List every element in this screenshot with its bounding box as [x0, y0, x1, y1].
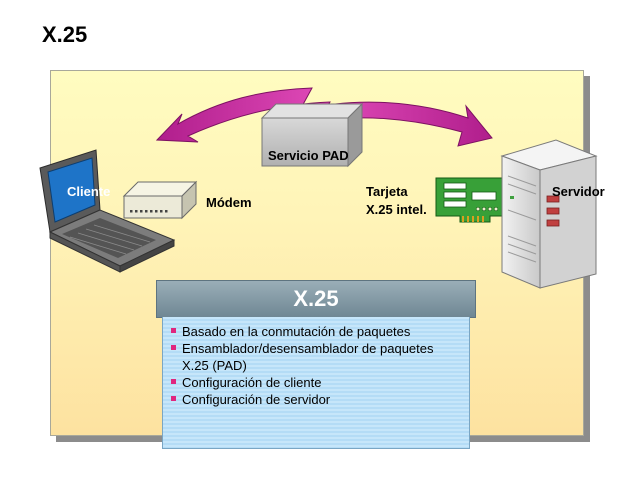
list-item-text: Basado en la conmutación de paquetes [182, 324, 411, 339]
pad-service-label: Servicio PAD [268, 148, 349, 163]
modem-icon [122, 180, 198, 220]
server-label: Servidor [552, 184, 605, 199]
feature-list: Basado en la conmutación de paquetes Ens… [163, 317, 469, 408]
card-label-line2: X.25 intel. [366, 202, 427, 217]
server-icon [500, 139, 598, 289]
info-box-header: X.25 [156, 280, 476, 318]
modem-label: Módem [206, 195, 252, 210]
list-item-text: Configuración de cliente [182, 375, 322, 390]
list-item-text: X.25 (PAD) [182, 358, 247, 373]
list-item-text: Ensamblador/desensamblador de paquetes [182, 341, 434, 356]
bullet-icon [171, 396, 176, 401]
list-item: Basado en la conmutación de paquetes [171, 323, 469, 340]
laptop-icon [39, 149, 176, 273]
bullet-icon [171, 379, 176, 384]
card-label-line1: Tarjeta [366, 184, 408, 199]
list-item-continuation: X.25 (PAD) [171, 357, 469, 374]
bullet-icon [171, 328, 176, 333]
list-item: Configuración de servidor [171, 391, 469, 408]
page-title: X.25 [42, 22, 88, 47]
pad-service-box [260, 102, 364, 168]
list-item: Configuración de cliente [171, 374, 469, 391]
list-item-text: Configuración de servidor [182, 392, 331, 407]
client-label: Cliente [67, 184, 111, 199]
bullet-icon [171, 345, 176, 350]
list-item: Ensamblador/desensamblador de paquetes [171, 340, 469, 357]
info-box-body: Basado en la conmutación de paquetes Ens… [162, 317, 470, 449]
